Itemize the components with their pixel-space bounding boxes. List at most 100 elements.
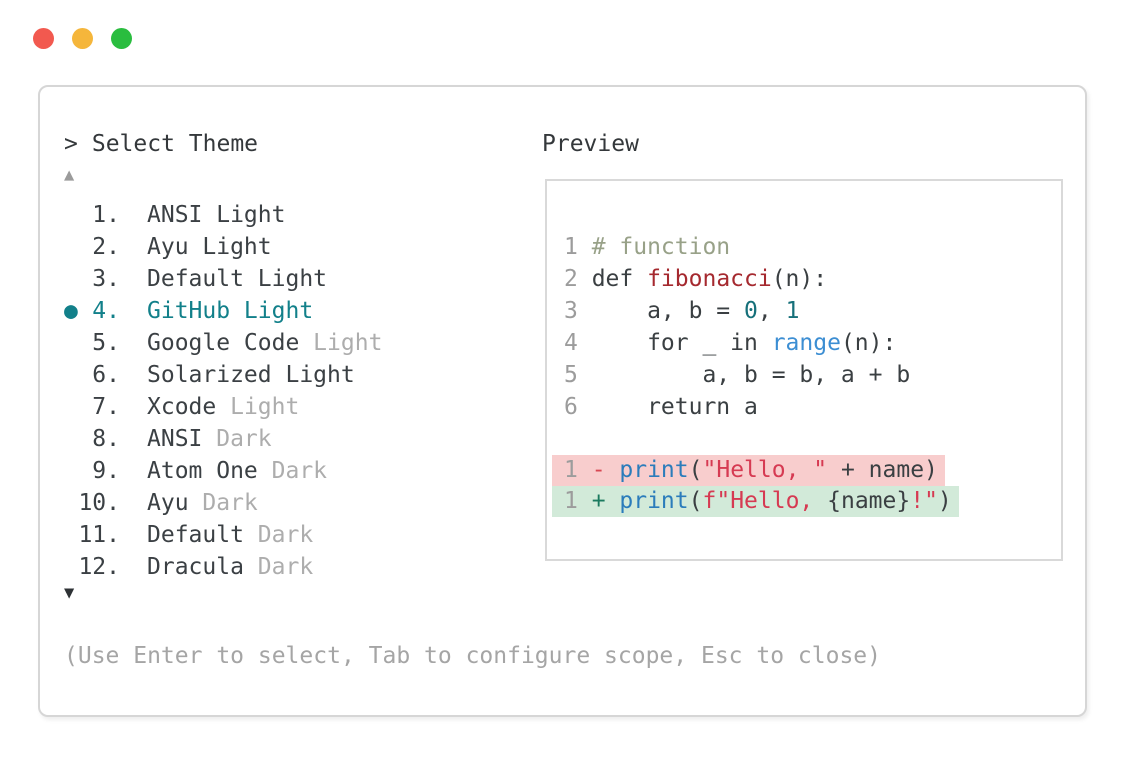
theme-option-11[interactable]: 11. Default Dark <box>64 519 504 551</box>
code-line-4: 4 for _ in range(n): <box>547 327 1061 359</box>
theme-number: 4. <box>92 298 120 324</box>
theme-number: 7. <box>92 394 120 420</box>
theme-option-2[interactable]: 2. Ayu Light <box>64 231 504 263</box>
code-text: a, b = <box>591 298 745 324</box>
theme-variant: Dark <box>188 490 258 516</box>
theme-variant: Dark <box>243 554 314 580</box>
theme-number: 9. <box>92 458 120 484</box>
selected-bullet-icon: ● <box>64 298 78 324</box>
theme-option-5[interactable]: 5. Google Code Light <box>64 327 504 359</box>
theme-option-8[interactable]: 8. ANSI Dark <box>64 423 504 455</box>
theme-variant: Light <box>299 330 383 356</box>
code-call: print <box>619 457 689 483</box>
theme-option-9[interactable]: 9. Atom One Dark <box>64 455 504 487</box>
theme-option-7[interactable]: 7. Xcode Light <box>64 391 504 423</box>
theme-name: Default <box>147 522 244 548</box>
theme-option-4-selected[interactable]: ● 4. GitHub Light <box>64 295 504 327</box>
theme-option-1[interactable]: 1. ANSI Light <box>64 199 504 231</box>
code-comment: # function <box>591 234 731 260</box>
code-line-3: 3 a, b = 0, 1 <box>547 295 1061 327</box>
minimize-window-icon[interactable] <box>72 28 93 49</box>
prompt-caret-icon: > <box>64 131 78 157</box>
theme-variant: Light <box>216 394 300 420</box>
line-number: 2 <box>564 266 578 292</box>
theme-name: Ayu <box>147 490 189 516</box>
close-window-icon[interactable] <box>33 28 54 49</box>
theme-name: Solarized Light <box>147 362 355 388</box>
theme-name: GitHub Light <box>147 298 314 324</box>
theme-number: 11. <box>78 522 120 548</box>
theme-number: 5. <box>92 330 120 356</box>
code-string: f"Hello, <box>702 488 828 514</box>
code-interpolation: {name} <box>827 488 911 514</box>
theme-number: 1. <box>92 202 120 228</box>
code-text: def <box>591 266 648 292</box>
theme-name: ANSI Light <box>147 202 286 228</box>
line-number: 6 <box>564 394 578 420</box>
code-line-5: 5 a, b = b, a + b <box>547 359 1061 391</box>
code-text: ) <box>937 488 952 514</box>
code-line-2: 2 def fibonacci(n): <box>547 263 1061 295</box>
diff-plus-sign: + <box>591 488 620 514</box>
code-function-name: fibonacci <box>647 266 772 292</box>
diff-preview: 1- print("Hello, " + name) 1+ print(f"He… <box>547 455 1061 517</box>
zoom-window-icon[interactable] <box>111 28 132 49</box>
code-text: (n): <box>771 266 828 292</box>
preview-label: Preview <box>542 131 639 157</box>
line-number: 5 <box>564 362 578 388</box>
theme-number: 10. <box>78 490 120 516</box>
scroll-up-icon[interactable]: ▲ <box>64 165 75 185</box>
line-number: 1 <box>564 457 578 483</box>
code-text: (n): <box>840 330 897 356</box>
theme-picker-dialog: > Select Theme ▲ 1. ANSI Light 2. Ayu Light… <box>38 85 1087 717</box>
prompt-header: > Select Theme <box>64 131 258 157</box>
theme-number: 3. <box>92 266 120 292</box>
code-text: , <box>757 298 786 324</box>
theme-name: Xcode <box>147 394 217 420</box>
dialog-title: Select Theme <box>91 131 259 157</box>
diff-removed-line: 1- print("Hello, " + name) <box>552 455 945 486</box>
code-text: for _ in <box>591 330 772 356</box>
theme-variant: Dark <box>257 458 328 484</box>
theme-number: 6. <box>92 362 120 388</box>
help-text: (Use Enter to select, Tab to configure s… <box>64 643 881 669</box>
theme-number: 2. <box>92 234 120 260</box>
window-controls <box>33 28 132 49</box>
code-number-literal: 0 <box>744 298 758 324</box>
diff-added-line: 1 + print(f"Hello, {name}!") <box>552 486 959 517</box>
theme-option-12[interactable]: 12. Dracula Dark <box>64 551 504 583</box>
code-string: !" <box>910 488 938 514</box>
theme-option-3[interactable]: 3. Default Light <box>64 263 504 295</box>
code-number-literal: 1 <box>785 298 800 324</box>
theme-number: 12. <box>78 554 120 580</box>
line-number: 1 <box>564 488 578 514</box>
theme-list: 1. ANSI Light 2. Ayu Light 3. Default Light… <box>64 199 504 583</box>
theme-option-6[interactable]: 6. Solarized Light <box>64 359 504 391</box>
code-text: + name) <box>827 457 938 483</box>
theme-name: Google Code <box>147 330 300 356</box>
theme-number: 8. <box>92 426 120 452</box>
code-text: ( <box>688 488 703 514</box>
code-text: a, b = b, a + b <box>591 362 911 388</box>
theme-name: Dracula <box>147 554 244 580</box>
theme-option-10[interactable]: 10. Ayu Dark <box>64 487 504 519</box>
theme-name: Default Light <box>147 266 328 292</box>
theme-name: ANSI <box>147 426 203 452</box>
theme-name: Ayu Light <box>147 234 272 260</box>
code-string: "Hello, " <box>702 457 828 483</box>
code-call: print <box>619 488 689 514</box>
theme-name: Atom One <box>147 458 258 484</box>
code-builtin: range <box>771 330 841 356</box>
code-line-6: 6 return a <box>547 391 1061 423</box>
theme-variant: Dark <box>202 426 272 452</box>
diff-minus-sign: - <box>591 457 620 483</box>
code-text: ( <box>688 457 703 483</box>
scroll-down-icon[interactable]: ▼ <box>64 583 75 603</box>
theme-variant: Dark <box>243 522 314 548</box>
line-number: 3 <box>564 298 578 324</box>
code-text: return a <box>591 394 758 420</box>
line-number: 1 <box>564 234 578 260</box>
code-line-1: 1 # function <box>547 231 1061 263</box>
